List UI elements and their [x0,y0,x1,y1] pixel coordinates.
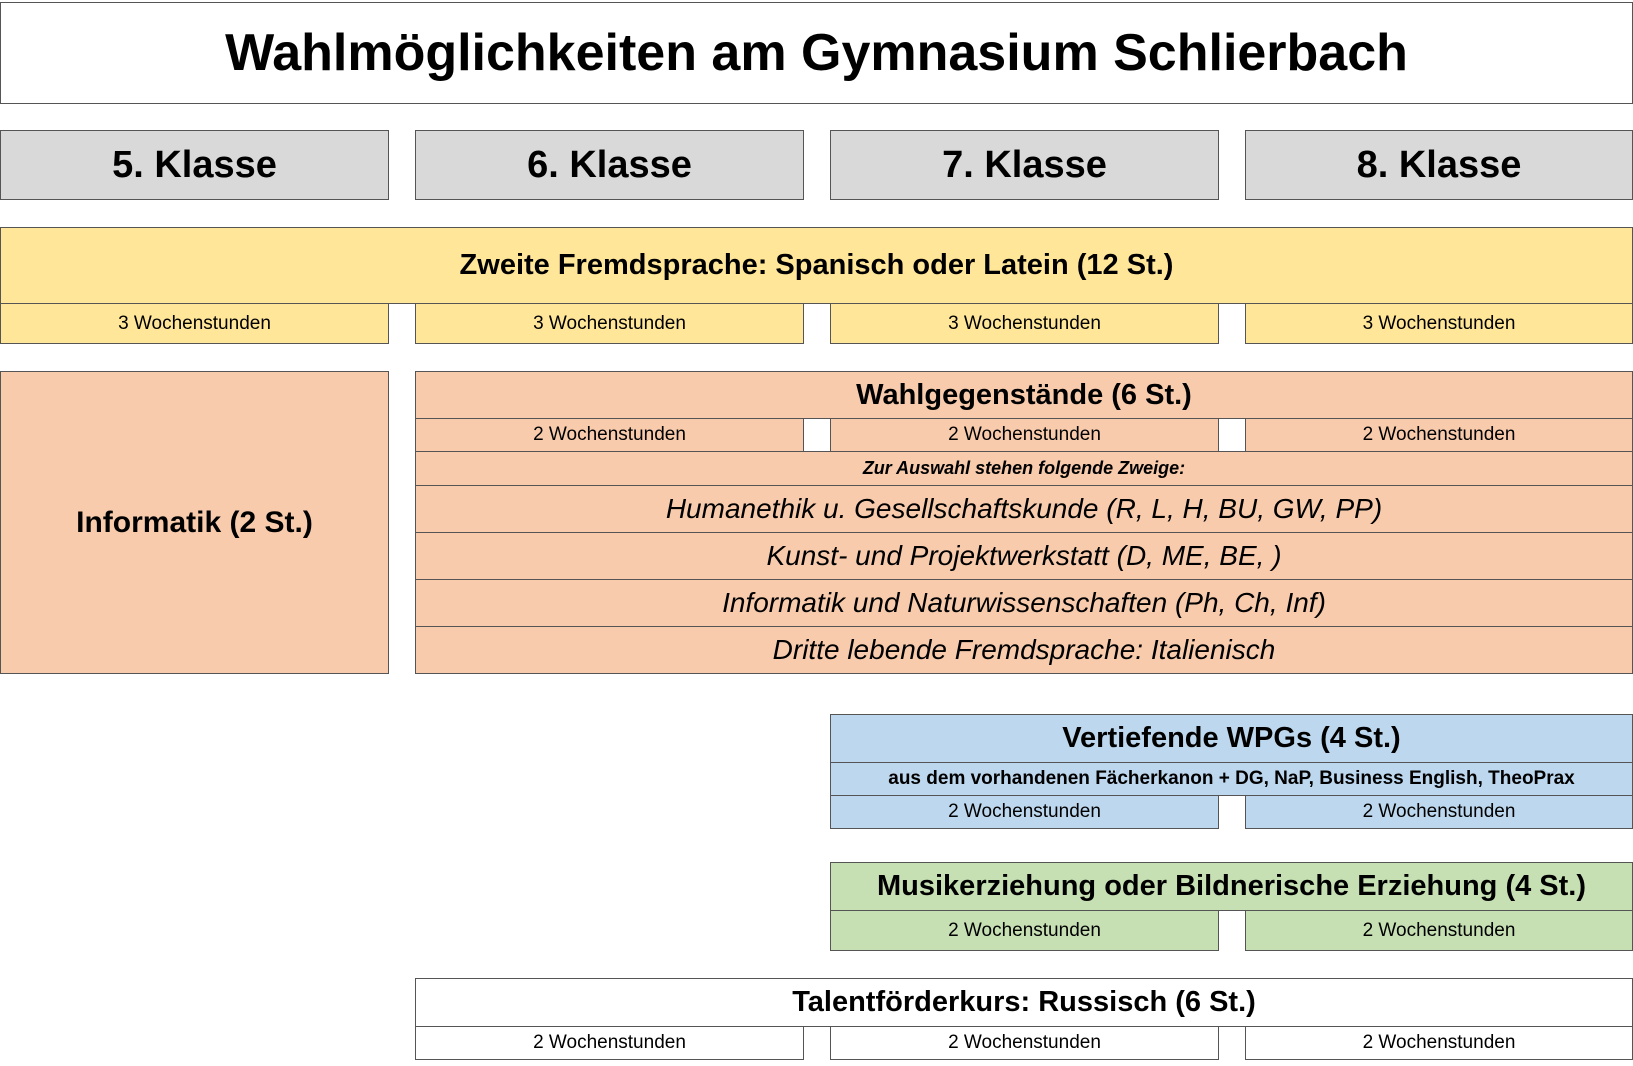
class-header-6: 6. Klasse [415,130,804,200]
page-title: Wahlmöglichkeiten am Gymnasium Schlierba… [0,2,1633,104]
talent-hours-7: 2 Wochenstunden [830,1026,1219,1060]
class-header-8: 8. Klasse [1245,130,1633,200]
wahlgegenstaende-hours-8: 2 Wochenstunden [1245,418,1633,452]
branch-italienisch: Dritte lebende Fremdsprache: Italienisch [415,626,1633,674]
fremdsprache-hours-5: 3 Wochenstunden [0,303,389,344]
talent-title: Talentförderkurs: Russisch (6 St.) [415,978,1633,1027]
wahlgegenstaende-hours-7: 2 Wochenstunden [830,418,1219,452]
branch-humanethik: Humanethik u. Gesellschaftskunde (R, L, … [415,485,1633,533]
branch-informatik: Informatik und Naturwissenschaften (Ph, … [415,579,1633,627]
musik-hours-8: 2 Wochenstunden [1245,910,1633,951]
wahlgegenstaende-title: Wahlgegenstände (6 St.) [415,371,1633,419]
fremdsprache-hours-8: 3 Wochenstunden [1245,303,1633,344]
wpg-title: Vertiefende WPGs (4 St.) [830,714,1633,763]
talent-hours-8: 2 Wochenstunden [1245,1026,1633,1060]
musik-title: Musikerziehung oder Bildnerische Erziehu… [830,862,1633,911]
class-header-7: 7. Klasse [830,130,1219,200]
fremdsprache-title: Zweite Fremdsprache: Spanisch oder Latei… [0,227,1633,304]
class-header-5: 5. Klasse [0,130,389,200]
musik-hours-7: 2 Wochenstunden [830,910,1219,951]
wpg-hours-7: 2 Wochenstunden [830,795,1219,829]
wahlgegenstaende-intro: Zur Auswahl stehen folgende Zweige: [415,451,1633,486]
wpg-hours-8: 2 Wochenstunden [1245,795,1633,829]
informatik-box: Informatik (2 St.) [0,371,389,674]
wpg-subtitle: aus dem vorhandenen Fächerkanon + DG, Na… [830,762,1633,796]
wahlgegenstaende-hours-6: 2 Wochenstunden [415,418,804,452]
branch-kunst: Kunst- und Projektwerkstatt (D, ME, BE, … [415,532,1633,580]
fremdsprache-hours-7: 3 Wochenstunden [830,303,1219,344]
fremdsprache-hours-6: 3 Wochenstunden [415,303,804,344]
talent-hours-6: 2 Wochenstunden [415,1026,804,1060]
